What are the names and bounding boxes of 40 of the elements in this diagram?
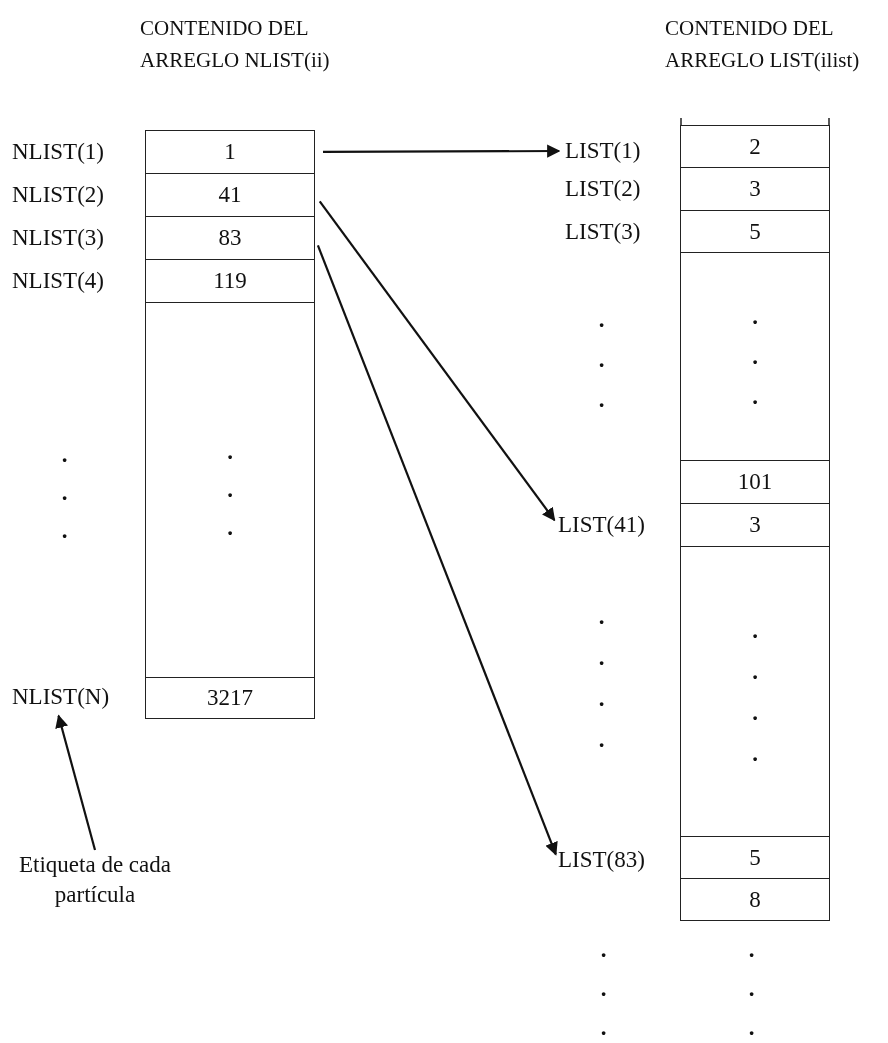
- arrow: [323, 144, 561, 158]
- ellipsis: . . .: [751, 302, 759, 411]
- array-cell: 5: [680, 836, 830, 879]
- array-cell: 83: [145, 216, 315, 260]
- ellipsis: . . .: [226, 438, 234, 542]
- ellipsis: . . .: [747, 936, 756, 1042]
- index-label: LIST(1): [565, 138, 641, 164]
- array-cell: 101: [680, 460, 830, 504]
- array-cell: 3217: [145, 677, 315, 719]
- index-label: NLIST(2): [12, 182, 104, 208]
- ellipsis: . . . .: [597, 603, 606, 754]
- index-label: NLIST(4): [12, 268, 104, 294]
- array-cell: 119: [145, 259, 315, 303]
- array-cell: 1: [145, 130, 315, 174]
- array-cell: [145, 302, 315, 678]
- array-cell: 2: [680, 125, 830, 168]
- index-label: NLIST(3): [12, 225, 104, 251]
- column-heading: CONTENIDO DEL ARREGLO LIST(ilist): [665, 15, 861, 74]
- array-cell: 5: [680, 210, 830, 253]
- column-heading: CONTENIDO DEL ARREGLO NLIST(ii): [140, 15, 331, 74]
- index-label: LIST(83): [558, 847, 645, 873]
- index-label: LIST(3): [565, 219, 641, 245]
- index-label: NLIST(N): [12, 684, 110, 710]
- index-label: LIST(41): [558, 512, 645, 538]
- ellipsis: . . .: [599, 936, 608, 1042]
- array-cell: [680, 252, 830, 461]
- ellipsis: . . .: [597, 306, 606, 414]
- array-cell: 3: [680, 167, 830, 211]
- note-text: Etiqueta de cada partícula: [15, 850, 175, 910]
- index-label: NLIST(1): [12, 139, 104, 165]
- arrow: [55, 714, 97, 851]
- arrow: [316, 245, 558, 856]
- array-cell: [680, 546, 830, 837]
- array-cell: 41: [145, 173, 315, 217]
- index-label: LIST(2): [565, 176, 641, 202]
- ellipsis: . . .: [60, 441, 69, 545]
- array-cell: 8: [680, 878, 830, 921]
- array-cell: 3: [680, 503, 830, 547]
- arrow: [318, 200, 556, 522]
- ellipsis: . . . .: [751, 616, 759, 768]
